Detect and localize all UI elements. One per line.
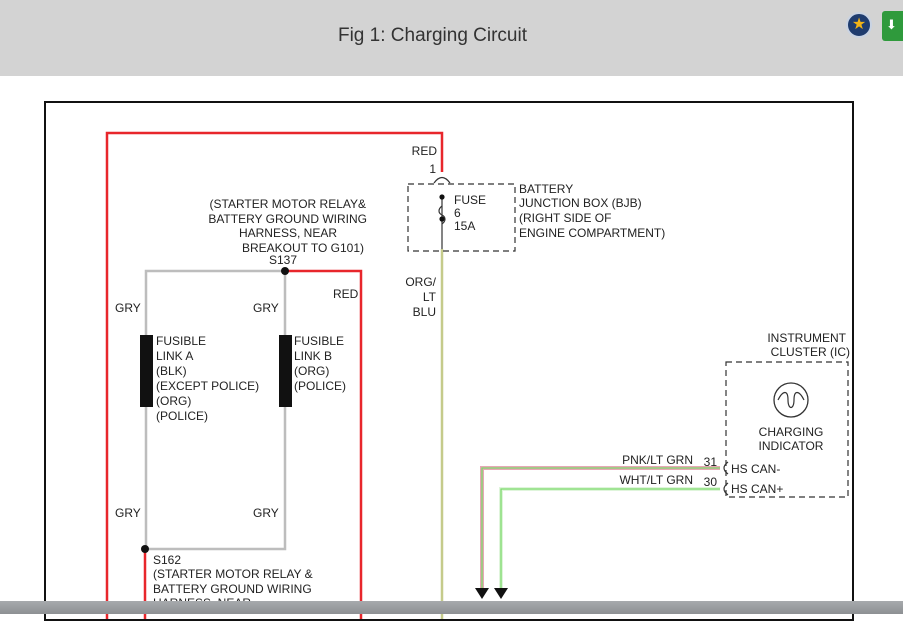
s162-desc-2: BATTERY GROUND WIRING (153, 582, 312, 596)
link-a-label-2: LINK A (156, 349, 193, 363)
link-b-label-1: FUSIBLE (294, 334, 344, 348)
bjb-box (407, 183, 516, 252)
fuse-number: 6 (454, 206, 461, 220)
star-icon: ★ (851, 16, 867, 33)
arrow-down-icon (475, 588, 489, 599)
connector-1 (433, 176, 451, 184)
pin-30-label: 30 (704, 475, 718, 489)
fusible-link-a (140, 335, 153, 407)
s162-label: S162 (153, 553, 181, 567)
charging-indicator-label-1: CHARGING (759, 425, 824, 439)
fuse-rating: 15A (454, 219, 475, 233)
s137-desc-4: BREAKOUT TO G101) (242, 241, 364, 255)
s137-desc-2: BATTERY GROUND WIRING (208, 212, 367, 226)
splice-s162 (141, 545, 149, 553)
red-right-label: RED (333, 287, 359, 301)
splice-s137 (281, 267, 289, 275)
arrow-down-icon (494, 588, 508, 599)
red-wire-s137 (285, 269, 363, 619)
fuse-pin-bottom (439, 216, 445, 222)
favorite-button[interactable]: ★ (846, 12, 872, 38)
link-b-label-3: (ORG) (294, 364, 329, 378)
pin-31-label: 31 (704, 455, 718, 469)
link-b-label-4: (POLICE) (294, 379, 346, 393)
gry-label: GRY (115, 506, 141, 520)
link-a-label-4: (EXCEPT POLICE) (156, 379, 259, 393)
s162-desc-1: (STARTER MOTOR RELAY & (153, 567, 313, 581)
link-a-label-5: (ORG) (156, 394, 191, 408)
fuse-element (438, 205, 446, 225)
org-lt-blu-label-3: BLU (413, 305, 436, 319)
org-lt-blu-label-2: LT (423, 290, 437, 304)
bjb-label-4: ENGINE COMPARTMENT) (519, 226, 665, 240)
wht-lt-grn-label: WHT/LT GRN (619, 473, 693, 487)
download-button[interactable]: ⬇ (882, 11, 903, 41)
fusible-link-b (279, 335, 292, 407)
gry-label: GRY (253, 301, 279, 315)
download-icon: ⬇ (886, 17, 897, 32)
page-title: Fig 1: Charging Circuit (337, 25, 528, 46)
s137-desc-3: HARNESS, NEAR (239, 226, 337, 240)
ic-label-1: INSTRUMENT (767, 331, 846, 345)
wiring-diagram: RED 1 FUSE 6 15A BATTERY JUNCTION BOX (B… (44, 101, 854, 621)
instrument-cluster-box (725, 361, 849, 498)
ic-label-2: CLUSTER (IC) (771, 345, 850, 359)
page-header: Fig 1: Charging Circuit ★ ⬇ (0, 0, 903, 76)
gry-label: GRY (253, 506, 279, 520)
wht-lt-grn-wire-stripe (500, 488, 720, 590)
charging-indicator-label-2: INDICATOR (759, 439, 824, 453)
lamp-icon (773, 382, 809, 418)
scroll-overlay-bar (0, 601, 903, 614)
hs-can-minus-label: HS CAN- (731, 462, 780, 476)
s137-desc-1: (STARTER MOTOR RELAY& (210, 197, 366, 211)
link-a-label-6: (POLICE) (156, 409, 208, 423)
pnk-lt-grn-label: PNK/LT GRN (622, 453, 693, 467)
gry-label: GRY (115, 301, 141, 315)
red-top-label: RED (412, 144, 438, 158)
pin-30-connector (723, 482, 729, 496)
org-lt-blu-label-1: ORG/ (405, 275, 436, 289)
s137-label: S137 (269, 253, 297, 267)
hs-can-plus-label: HS CAN+ (731, 482, 783, 496)
bjb-label-2: JUNCTION BOX (BJB) (519, 196, 642, 210)
fuse-label: FUSE (454, 193, 486, 207)
charging-circuit-diagram: RED 1 FUSE 6 15A BATTERY JUNCTION BOX (B… (105, 131, 850, 619)
pnk-lt-grn-wire-stripe (481, 467, 720, 590)
link-a-label-3: (BLK) (156, 364, 187, 378)
wht-lt-grn-wire (499, 487, 720, 590)
pin-1-label: 1 (429, 162, 436, 176)
bjb-label-1: BATTERY (519, 182, 573, 196)
pin-31-connector (723, 461, 729, 475)
link-a-label-1: FUSIBLE (156, 334, 206, 348)
red-wire-left (105, 131, 444, 619)
fuse-pin-top (439, 194, 445, 200)
link-b-label-2: LINK B (294, 349, 332, 363)
bjb-label-3: (RIGHT SIDE OF (519, 211, 611, 225)
